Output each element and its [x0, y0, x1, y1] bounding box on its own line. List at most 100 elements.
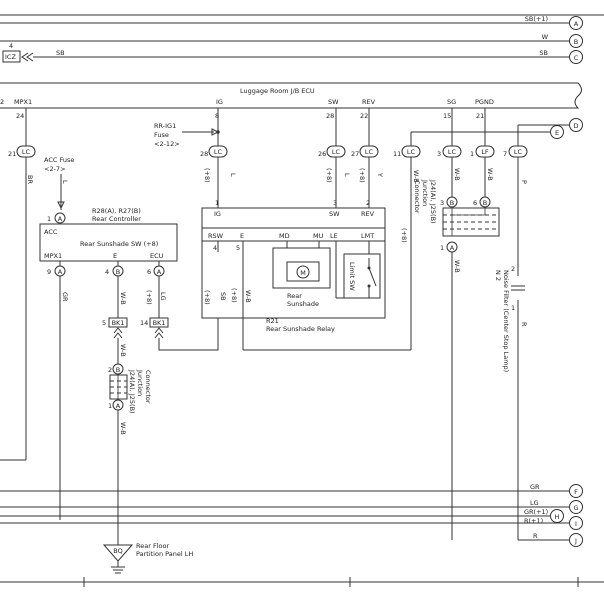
fuse-rr-ig1-name: RR-IG1	[154, 122, 176, 130]
offpage-a: A	[569, 16, 583, 30]
svg-text:Junction: Junction	[421, 179, 429, 206]
wire-color-l: L	[229, 173, 237, 177]
motor-icon	[296, 265, 310, 279]
svg-text:2: 2	[108, 366, 112, 374]
svg-text:6: 6	[473, 199, 477, 207]
junction-left-ref: J24(A), J25(B)	[128, 369, 136, 414]
svg-text:L: L	[343, 173, 351, 177]
noise-filter-ref: N 2	[494, 270, 502, 281]
ecu-connector-7: 7 LC	[503, 145, 528, 158]
fuse-rr-ig1-type: Fuse	[154, 131, 169, 139]
svg-text:BQ: BQ	[113, 547, 123, 555]
fuse-acc-ref: <2-7>	[44, 165, 66, 173]
relay-pin-md: MD	[279, 232, 290, 240]
bk1-connector-5: 5 BK1	[102, 317, 128, 328]
noise-filter-name: Noise Filter (Center Stop Lamp)	[502, 270, 510, 372]
svg-text:14: 14	[140, 319, 148, 327]
svg-text:(+8): (+8)	[230, 288, 238, 303]
rear-sunshade-label-1: Rear	[287, 292, 302, 300]
relay-ref: R21	[266, 317, 279, 325]
ground-location-1: Rear Floor	[136, 542, 169, 550]
ecu-outline	[0, 82, 582, 109]
svg-text:LC: LC	[407, 148, 416, 156]
rear-controller-box	[39, 223, 178, 262]
svg-text:(+8): (+8)	[203, 290, 211, 305]
svg-text:LC: LC	[448, 148, 457, 156]
svg-text:M: M	[300, 269, 306, 277]
ecu-pin-sg: SG	[447, 98, 456, 106]
ecu-pin-ig-num: 8	[215, 112, 219, 120]
svg-text:9: 9	[47, 268, 51, 276]
svg-text:(+8): (+8)	[358, 168, 366, 183]
rear-controller-acc: ACC	[44, 228, 58, 236]
svg-text:A: A	[450, 244, 455, 252]
icz-label: ICZ	[5, 53, 16, 61]
ecu-connector-28: 28 LC	[200, 145, 228, 158]
svg-text:W-B: W-B	[119, 292, 127, 305]
svg-text:C: C	[574, 54, 579, 62]
svg-text:21: 21	[8, 150, 16, 158]
relay-pin-rev: REV	[361, 210, 375, 218]
offpage-b: B	[569, 34, 583, 48]
relay-pin-ig: IG	[214, 210, 221, 218]
svg-text:A: A	[58, 268, 63, 276]
offpage-g: G	[569, 500, 583, 514]
ecu-title: Luggage Room J/B ECU	[240, 87, 315, 95]
wire-color-lg: LG	[159, 292, 167, 301]
wire-label-sb-plus1: SB(+1)	[525, 15, 548, 23]
wire-color-br: BR	[26, 175, 34, 184]
wire-label-w: W	[542, 33, 549, 41]
svg-text:LC: LC	[365, 148, 374, 156]
junction-right: 3 B 6 B 1 A	[440, 196, 500, 253]
ecu-pin-sg-num: 15	[443, 112, 451, 120]
svg-text:W-B: W-B	[412, 170, 420, 183]
svg-text:A: A	[58, 215, 63, 223]
svg-text:A: A	[157, 268, 162, 276]
bk1-connector-14: 14 BK1	[140, 317, 169, 328]
rear-sunshade-sw-label: Rear Sunshade SW (+8)	[80, 240, 158, 248]
junction-left: 2 B 1 A	[108, 363, 128, 411]
svg-text:W-B: W-B	[244, 290, 252, 303]
svg-text:B: B	[574, 38, 578, 46]
svg-text:LC: LC	[22, 148, 31, 156]
rear-controller-name: Rear Controller	[92, 215, 141, 223]
svg-text:J: J	[574, 537, 577, 545]
svg-text:Connector: Connector	[413, 180, 421, 214]
relay-pin-rsw: RSW	[208, 232, 224, 240]
svg-text:1: 1	[108, 402, 112, 410]
icz-arrow	[21, 52, 34, 62]
svg-text:1: 1	[47, 215, 51, 223]
svg-text:W-B: W-B	[453, 168, 461, 181]
offpage-f: F	[569, 484, 583, 498]
rear-controller-mpx1: MPX1	[44, 252, 62, 260]
svg-text:B: B	[116, 366, 120, 374]
svg-text:I: I	[575, 520, 577, 528]
relay-name: Rear Sunshade Relay	[266, 325, 335, 333]
svg-text:(+8): (+8)	[400, 228, 408, 243]
svg-text:W-B: W-B	[453, 260, 461, 273]
offpage-d: D	[569, 118, 583, 132]
svg-text:(+8): (+8)	[145, 290, 153, 305]
limit-sw-label: Limit SW	[348, 262, 356, 291]
wire-color-p: P	[520, 180, 528, 184]
ecu-pin-left-n: 2	[0, 98, 4, 106]
rear-controller-acc-pin: 1 A	[47, 212, 66, 224]
svg-text:1: 1	[470, 150, 474, 158]
rear-controller-mpx1-pin: 9 A	[47, 265, 66, 277]
svg-text:Junction: Junction	[136, 369, 144, 396]
svg-text:4: 4	[105, 268, 109, 276]
icz-pin: 4	[9, 42, 13, 50]
svg-text:3: 3	[333, 199, 337, 207]
wire-label-sb-left: SB	[56, 49, 65, 57]
icz-connector	[2, 50, 21, 63]
wire-color-r: R	[520, 322, 528, 327]
ecu-pin-rev-num: 22	[360, 112, 368, 120]
svg-text:BK1: BK1	[112, 319, 125, 327]
svg-text:(+8): (+8)	[325, 168, 333, 183]
svg-text:SB: SB	[219, 292, 227, 301]
ecu-pin-sw: SW	[328, 98, 339, 106]
relay-pin-mu: MU	[313, 232, 324, 240]
wire-label-r-plus1: R(+1)	[524, 517, 543, 525]
svg-text:2: 2	[511, 265, 515, 273]
svg-text:6: 6	[147, 268, 151, 276]
